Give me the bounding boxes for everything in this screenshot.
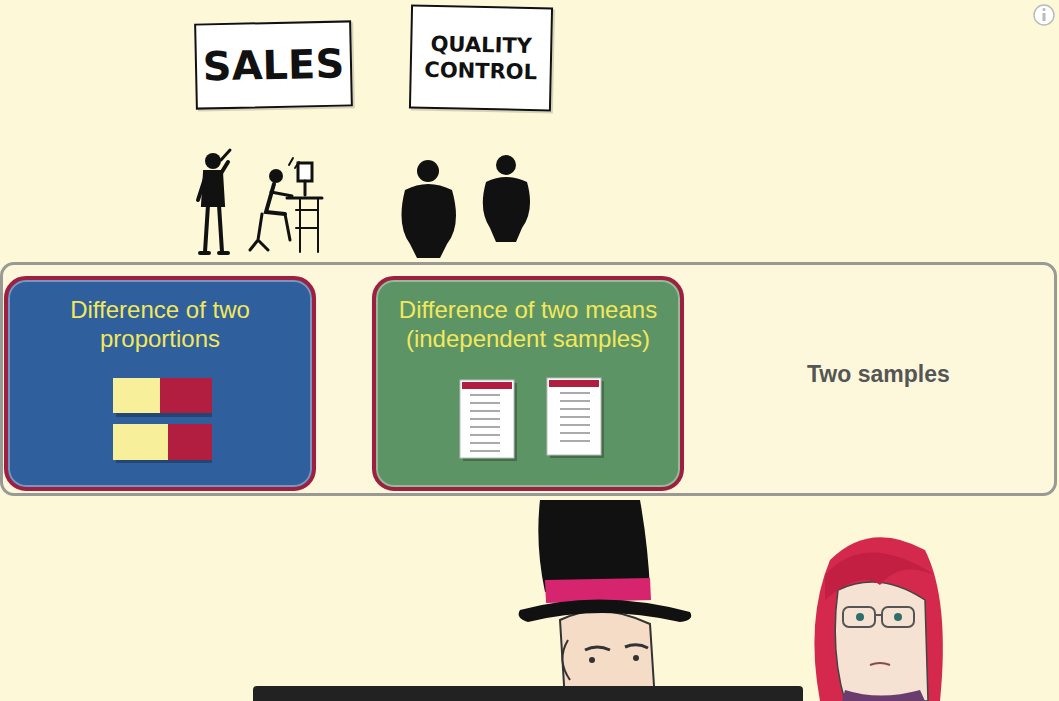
subtitle-bar xyxy=(253,686,803,701)
sales-sign: SALES xyxy=(194,20,353,109)
panel-title: Difference of two proportions xyxy=(16,296,304,354)
group-label: Two samples xyxy=(807,361,950,388)
proportion-bars xyxy=(113,378,212,463)
sign-text: SALES xyxy=(202,39,344,92)
quality-control-people xyxy=(401,155,530,258)
red-haired-character xyxy=(814,537,942,701)
info-icon-dot xyxy=(1042,8,1045,11)
info-icon-stem xyxy=(1043,13,1046,21)
data-tables xyxy=(460,378,604,461)
two-samples-band: Two samples Difference of two proportions… xyxy=(0,262,1057,496)
means-panel: Difference of two means (independent sam… xyxy=(372,276,684,491)
info-icon xyxy=(1034,5,1054,25)
quality-control-sign: QUALITY CONTROL xyxy=(409,5,553,112)
proportions-panel: Difference of two proportions xyxy=(4,276,316,491)
sign-text: QUALITY CONTROL xyxy=(419,30,542,85)
sales-people xyxy=(198,150,322,253)
panel-title: Difference of two means (independent sam… xyxy=(384,296,672,354)
top-hat-character xyxy=(519,500,692,701)
